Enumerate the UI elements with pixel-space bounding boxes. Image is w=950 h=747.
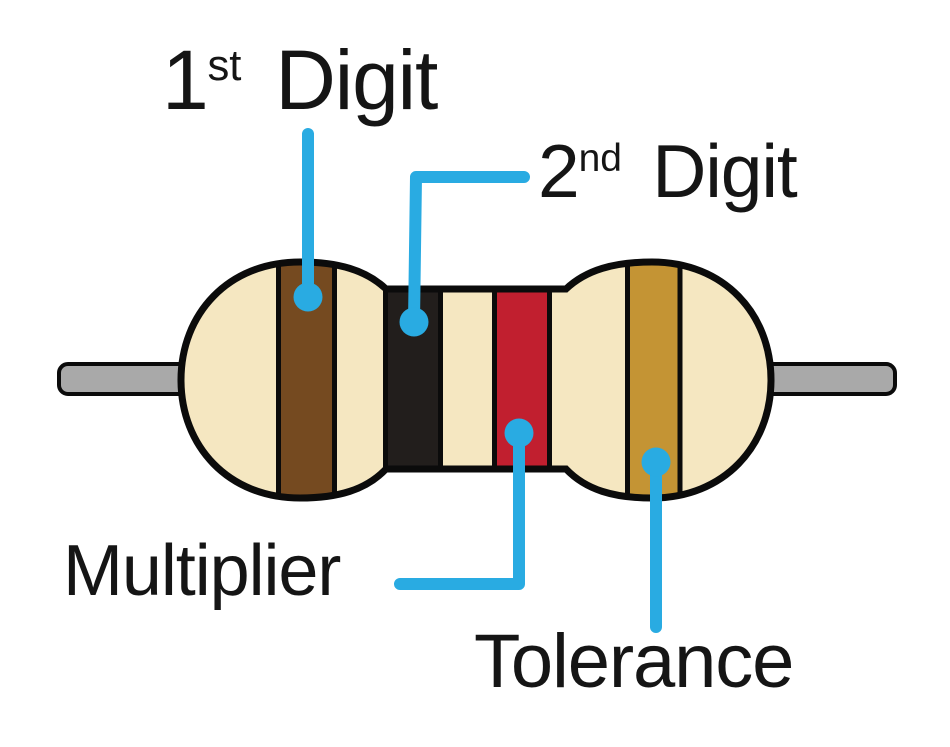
tolerance-label: Tolerance [474,624,794,700]
tolerance-pointer-dot [641,447,671,477]
first-digit-number: 1 [162,33,209,127]
multiplier-pointer-dot [504,418,534,448]
first-digit-pointer-dot [293,282,323,312]
resistor-lead-right [754,362,897,396]
second-digit-pointer-line [408,171,530,328]
multiplier-band [492,262,552,498]
multiplier-pointer-line [394,427,525,590]
second-digit-label: 2nd Digit [538,134,798,209]
first-digit-word: Digit [275,33,438,127]
second-digit-word: Digit [652,129,798,213]
first-digit-ordinal: st [207,41,242,90]
second-digit-ordinal: nd [578,137,622,180]
multiplier-label: Multiplier [63,535,341,607]
resistor-lead-left [57,362,196,396]
second-digit-number: 2 [538,129,580,213]
first-digit-label: 1st Digit [162,38,438,122]
first-digit-band [276,262,337,498]
tolerance-word: Tolerance [474,619,794,704]
second-digit-pointer-dot [399,307,429,337]
second-digit-band [383,262,443,498]
multiplier-word: Multiplier [63,531,341,611]
